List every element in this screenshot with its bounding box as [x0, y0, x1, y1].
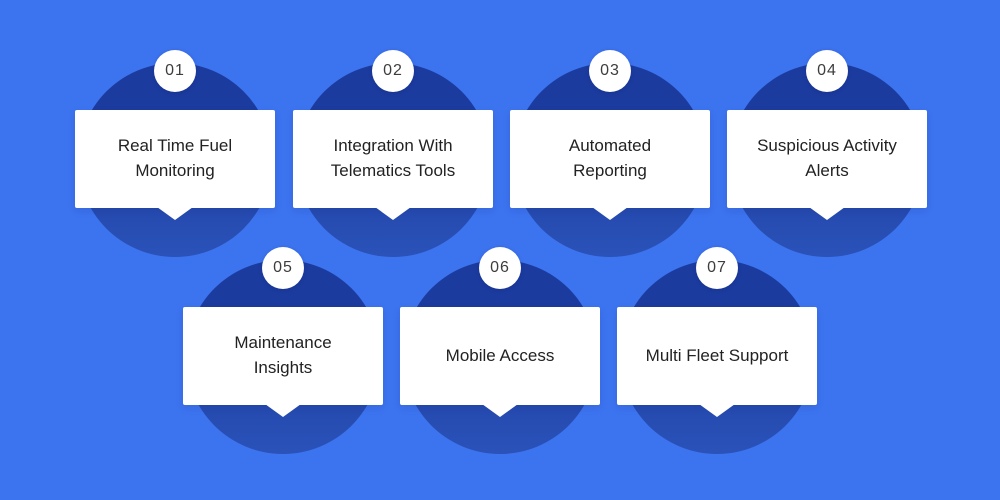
- step-5-label: Maintenance Insights: [234, 333, 332, 377]
- step-1-number-badge: 01: [154, 50, 196, 92]
- step-5: Maintenance Insights 05: [183, 247, 383, 459]
- step-2-label: Integration With Telematics Tools: [330, 136, 456, 180]
- step-4-number: 04: [817, 62, 837, 79]
- step-7: Multi Fleet Support 07: [617, 247, 817, 459]
- step-3-number-badge: 03: [589, 50, 631, 92]
- step-2-number: 02: [383, 62, 403, 79]
- step-4-label: Suspicious Activity Alerts: [757, 136, 897, 180]
- step-3-card: Automated Reporting: [510, 110, 710, 208]
- step-1-label: Real Time Fuel Monitoring: [117, 136, 233, 180]
- step-6-label: Mobile Access: [445, 345, 555, 365]
- step-1-number: 01: [165, 62, 185, 79]
- step-2: Integration With Telematics Tools 02: [293, 50, 493, 262]
- step-7-label: Multi Fleet Support: [645, 345, 789, 365]
- step-3-label: Automated Reporting: [568, 136, 652, 180]
- step-4-card: Suspicious Activity Alerts: [727, 110, 927, 208]
- step-4-number-badge: 04: [806, 50, 848, 92]
- step-3: Automated Reporting 03: [510, 50, 710, 262]
- step-5-number: 05: [273, 259, 293, 276]
- step-4: Suspicious Activity Alerts 04: [727, 50, 927, 262]
- step-5-card: Maintenance Insights: [183, 307, 383, 405]
- step-6-card: Mobile Access: [400, 307, 600, 405]
- step-6: Mobile Access 06: [400, 247, 600, 459]
- step-5-number-badge: 05: [262, 247, 304, 289]
- step-2-card: Integration With Telematics Tools: [293, 110, 493, 208]
- step-2-number-badge: 02: [372, 50, 414, 92]
- step-7-number-badge: 07: [696, 247, 738, 289]
- step-1-card: Real Time Fuel Monitoring: [75, 110, 275, 208]
- step-6-number-badge: 06: [479, 247, 521, 289]
- step-7-card: Multi Fleet Support: [617, 307, 817, 405]
- step-3-number: 03: [600, 62, 620, 79]
- step-1: Real Time Fuel Monitoring 01: [75, 50, 275, 262]
- step-7-number: 07: [707, 259, 727, 276]
- step-6-number: 06: [490, 259, 510, 276]
